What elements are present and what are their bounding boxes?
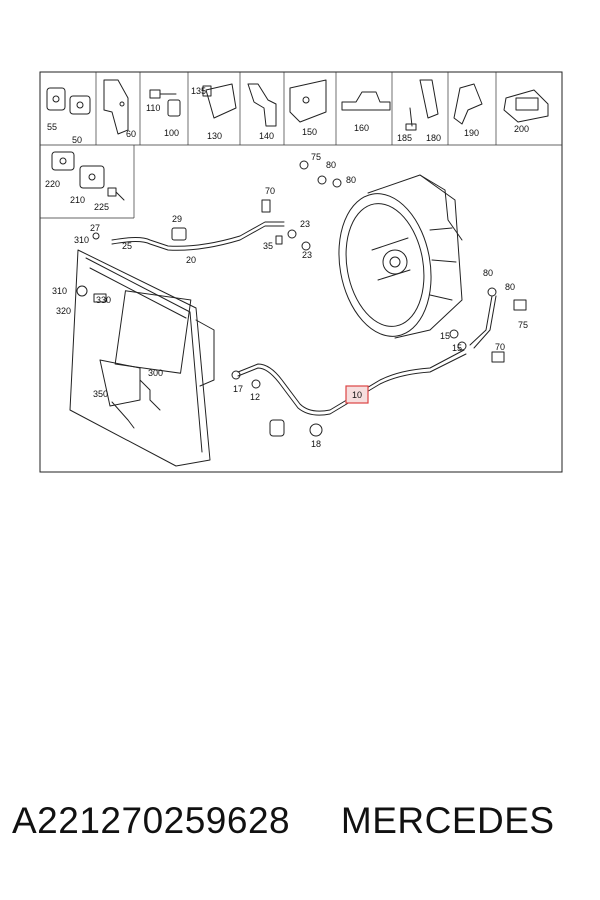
callout-330: 330	[96, 295, 111, 305]
callout-23-b: 23	[302, 250, 312, 260]
legend-label-100: 100	[164, 128, 179, 138]
legend-label-160: 160	[354, 123, 369, 133]
callout-labels: 75 80 80 70 29 23 23 35 27 310 25 20 310…	[52, 152, 528, 449]
callout-27: 27	[90, 223, 100, 233]
legend-label-150: 150	[302, 127, 317, 137]
legend-label-110: 110	[146, 103, 160, 113]
legend-label-190: 190	[464, 128, 479, 138]
callout-350: 350	[93, 389, 108, 399]
callout-17: 17	[233, 384, 243, 394]
legend-label-55: 55	[47, 122, 57, 132]
callout-35: 35	[263, 241, 273, 251]
callout-80-right-a: 80	[483, 268, 493, 278]
part-number: A221270259628	[12, 800, 291, 841]
legend-part-sketches	[46, 79, 549, 201]
highlight-box-10[interactable]	[345, 385, 369, 404]
legend-side-labels: 220 210 225	[45, 179, 109, 212]
legend-side	[40, 145, 135, 219]
legend-label-60: 60	[126, 129, 136, 139]
legend-label-180: 180	[426, 133, 441, 143]
callout-12: 12	[250, 392, 260, 402]
legend-label-210: 210	[70, 195, 85, 205]
callout-15-a: 15	[440, 331, 450, 341]
fittings	[76, 160, 527, 437]
callout-80-right-b: 80	[505, 282, 515, 292]
legend-label-225: 225	[94, 202, 109, 212]
callout-15-b: 15	[452, 343, 462, 353]
callout-310-mid: 310	[52, 286, 67, 296]
footer: A221270259628 MERCEDES	[12, 800, 592, 860]
callout-300: 300	[148, 368, 163, 378]
callout-25: 25	[122, 241, 132, 251]
callout-70-right: 70	[495, 342, 505, 352]
radiator-assembly	[69, 249, 215, 467]
legend-label-135: 135	[191, 86, 206, 96]
oil-lines	[111, 221, 497, 416]
legend-label-220: 220	[45, 179, 60, 189]
legend-row-labels: 55 50 60 110 100 135 130 140 150 160 185…	[47, 86, 529, 145]
callout-23-a: 23	[300, 219, 310, 229]
callout-29: 29	[172, 214, 182, 224]
legend-row	[40, 72, 562, 146]
callout-75-right: 75	[518, 320, 528, 330]
legend-label-130: 130	[207, 131, 222, 141]
callout-70-top: 70	[265, 186, 275, 196]
callout-80-top-b: 80	[346, 175, 356, 185]
legend-label-200: 200	[514, 124, 529, 134]
transmission-housing	[338, 174, 463, 339]
legend-label-50: 50	[72, 135, 82, 145]
legend-label-140: 140	[259, 131, 274, 141]
callout-310-top: 310	[74, 235, 89, 245]
callout-75-top: 75	[311, 152, 321, 162]
callout-18: 18	[311, 439, 321, 449]
callout-320: 320	[56, 306, 71, 316]
brand-name: MERCEDES	[340, 800, 555, 841]
callout-20: 20	[186, 255, 196, 265]
legend-label-185: 185	[397, 133, 412, 143]
callout-10[interactable]: 10	[352, 390, 362, 400]
callout-80-top-a: 80	[326, 160, 336, 170]
